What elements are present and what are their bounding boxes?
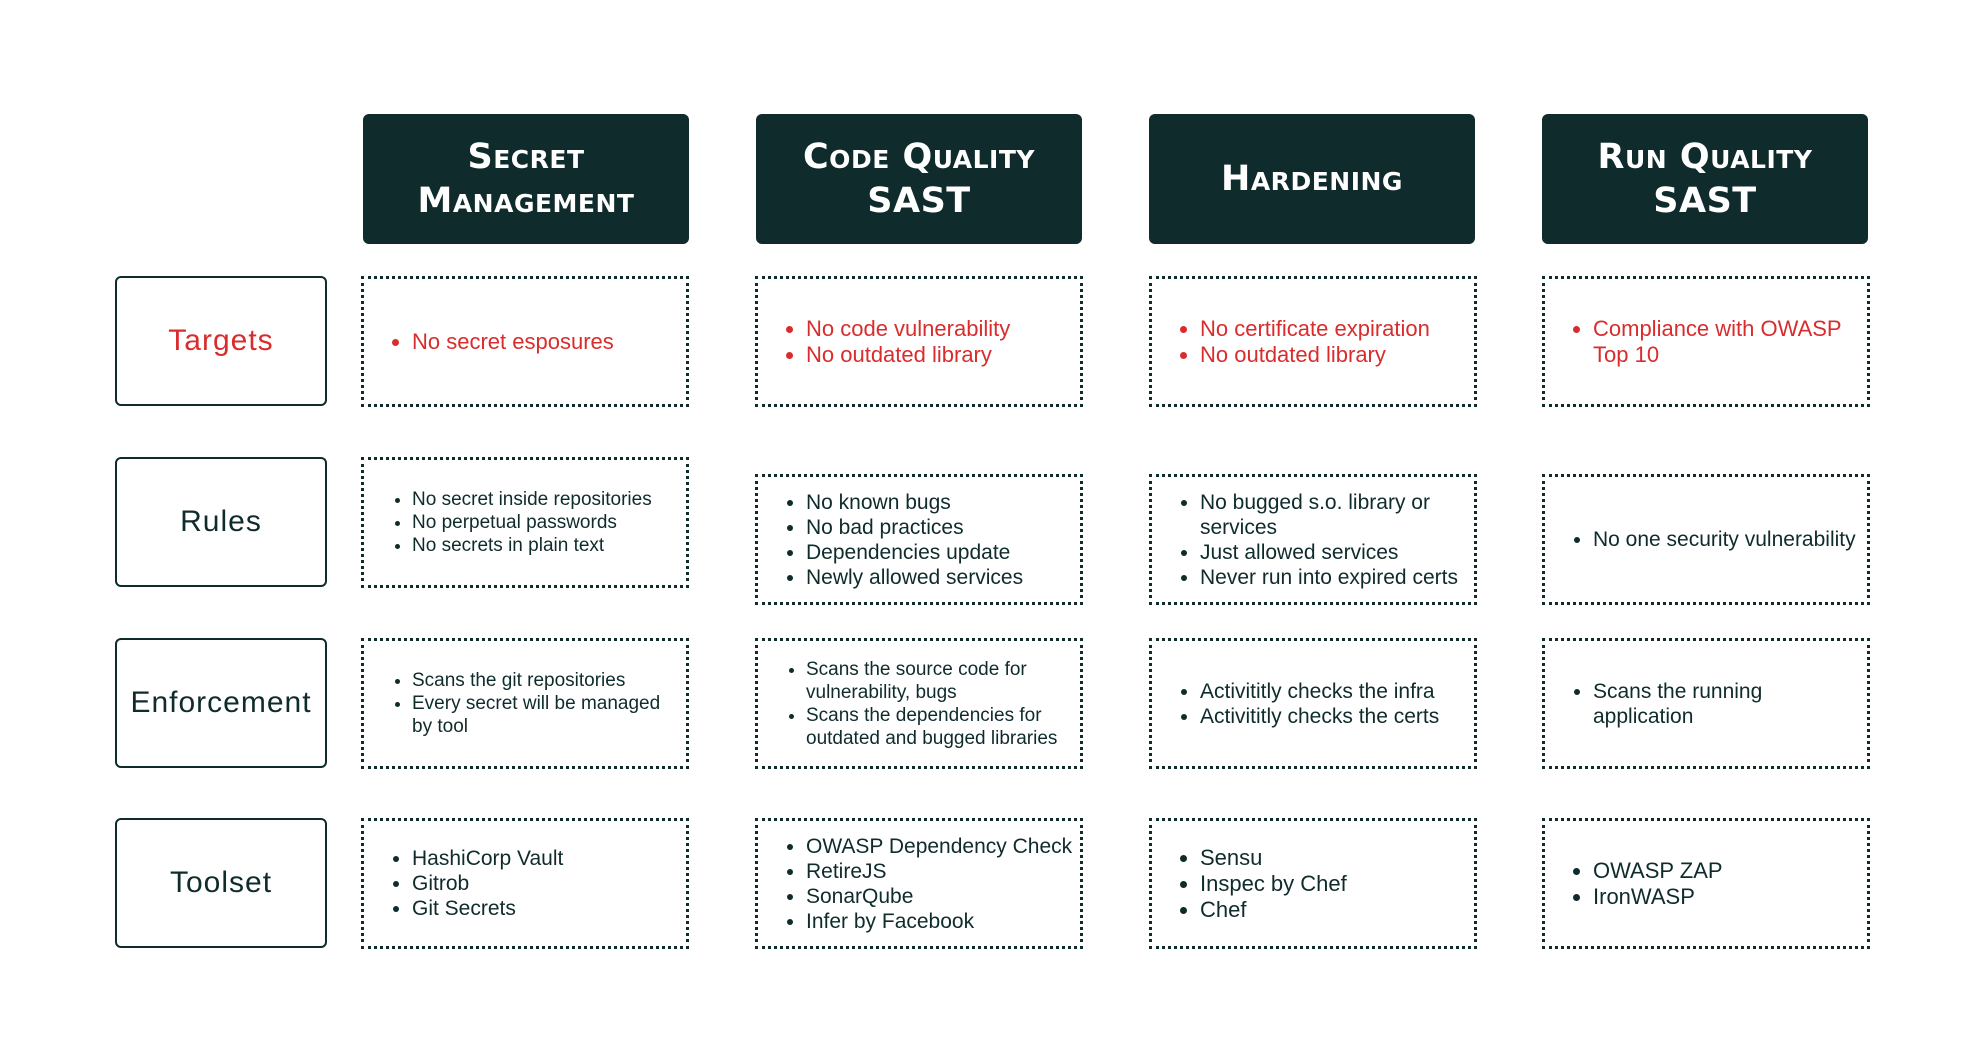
list-item: Every secret will be managed by tool (412, 692, 680, 738)
list-item: IronWASP (1593, 884, 1723, 910)
targets-secret-management-cell: No secret esposures (361, 276, 689, 407)
bullet-list: No code vulnerability No outdated librar… (784, 316, 1010, 368)
list-item: Infer by Facebook (806, 909, 1072, 934)
list-item: OWASP ZAP (1593, 858, 1723, 884)
bullet-list: Scans the source code for vulnerability,… (784, 658, 1074, 750)
enforcement-hardening-cell: Activititly checks the infra Activititly… (1149, 638, 1477, 769)
bullet-list: No certificate expiration No outdated li… (1178, 316, 1430, 368)
targets-hardening-cell: No certificate expiration No outdated li… (1149, 276, 1477, 407)
bullet-list: OWASP ZAP IronWASP (1571, 858, 1723, 910)
list-item: Newly allowed services (806, 565, 1023, 590)
rules-code-quality-cell: No known bugs No bad practices Dependenc… (755, 474, 1083, 605)
list-item: No bad practices (806, 515, 1023, 540)
list-item: Scans the dependencies for outdated and … (806, 704, 1074, 750)
list-item: Chef (1200, 897, 1347, 923)
list-item: No perpetual passwords (412, 511, 652, 534)
row-label-targets: Targets (115, 276, 327, 406)
list-item: No certificate expiration (1200, 316, 1430, 342)
list-item: No outdated library (1200, 342, 1430, 368)
list-item: No known bugs (806, 490, 1023, 515)
bullet-list: No secret inside repositories No perpetu… (390, 488, 652, 557)
list-item: RetireJS (806, 859, 1072, 884)
rules-hardening-cell: No bugged s.o. library or services Just … (1149, 474, 1477, 605)
list-item: HashiCorp Vault (412, 846, 563, 871)
toolset-code-quality-cell: OWASP Dependency Check RetireJS SonarQub… (755, 818, 1083, 949)
enforcement-code-quality-cell: Scans the source code for vulnerability,… (755, 638, 1083, 769)
list-item: Git Secrets (412, 896, 563, 921)
list-item: Scans the git repositories (412, 669, 680, 692)
bullet-list: No bugged s.o. library or services Just … (1178, 490, 1468, 590)
list-item: Inspec by Chef (1200, 871, 1347, 897)
row-label-toolset: Toolset (115, 818, 327, 948)
bullet-list: No one security vulnerability (1571, 527, 1856, 552)
list-item: No outdated library (806, 342, 1010, 368)
bullet-list: No known bugs No bad practices Dependenc… (784, 490, 1023, 590)
bullet-list: Scans the running application (1571, 679, 1861, 729)
list-item: OWASP Dependency Check (806, 834, 1072, 859)
list-item: Activititly checks the certs (1200, 704, 1439, 729)
column-header-secret-management: Secret Management (363, 114, 689, 244)
column-header-hardening: Hardening (1149, 114, 1475, 244)
list-item: Compliance with OWASP Top 10 (1593, 316, 1861, 368)
targets-code-quality-cell: No code vulnerability No outdated librar… (755, 276, 1083, 407)
bullet-list: HashiCorp Vault Gitrob Git Secrets (390, 846, 563, 921)
bullet-list: Scans the git repositories Every secret … (390, 669, 680, 738)
toolset-run-quality-cell: OWASP ZAP IronWASP (1542, 818, 1870, 949)
row-label-enforcement: Enforcement (115, 638, 327, 768)
bullet-list: Sensu Inspec by Chef Chef (1178, 845, 1347, 923)
bullet-list: Activititly checks the infra Activititly… (1178, 679, 1439, 729)
toolset-hardening-cell: Sensu Inspec by Chef Chef (1149, 818, 1477, 949)
rules-run-quality-cell: No one security vulnerability (1542, 474, 1870, 605)
bullet-list: OWASP Dependency Check RetireJS SonarQub… (784, 834, 1072, 934)
targets-run-quality-cell: Compliance with OWASP Top 10 (1542, 276, 1870, 407)
enforcement-run-quality-cell: Scans the running application (1542, 638, 1870, 769)
toolset-secret-management-cell: HashiCorp Vault Gitrob Git Secrets (361, 818, 689, 949)
column-header-run-quality-sast: Run Quality SAST (1542, 114, 1868, 244)
row-label-rules: Rules (115, 457, 327, 587)
list-item: Gitrob (412, 871, 563, 896)
rules-secret-management-cell: No secret inside repositories No perpetu… (361, 457, 689, 588)
list-item: No secret esposures (412, 329, 614, 355)
list-item: No secret inside repositories (412, 488, 652, 511)
list-item: Activititly checks the infra (1200, 679, 1439, 704)
list-item: SonarQube (806, 884, 1072, 909)
enforcement-secret-management-cell: Scans the git repositories Every secret … (361, 638, 689, 769)
list-item: Sensu (1200, 845, 1347, 871)
list-item: No secrets in plain text (412, 534, 652, 557)
list-item: Scans the running application (1593, 679, 1861, 729)
list-item: No bugged s.o. library or services (1200, 490, 1468, 540)
bullet-list: Compliance with OWASP Top 10 (1571, 316, 1861, 368)
column-header-code-quality-sast: Code Quality SAST (756, 114, 1082, 244)
list-item: Scans the source code for vulnerability,… (806, 658, 1074, 704)
list-item: Just allowed services (1200, 540, 1468, 565)
list-item: No code vulnerability (806, 316, 1010, 342)
list-item: No one security vulnerability (1593, 527, 1856, 552)
list-item: Dependencies update (806, 540, 1023, 565)
list-item: Never run into expired certs (1200, 565, 1468, 590)
bullet-list: No secret esposures (390, 329, 614, 355)
